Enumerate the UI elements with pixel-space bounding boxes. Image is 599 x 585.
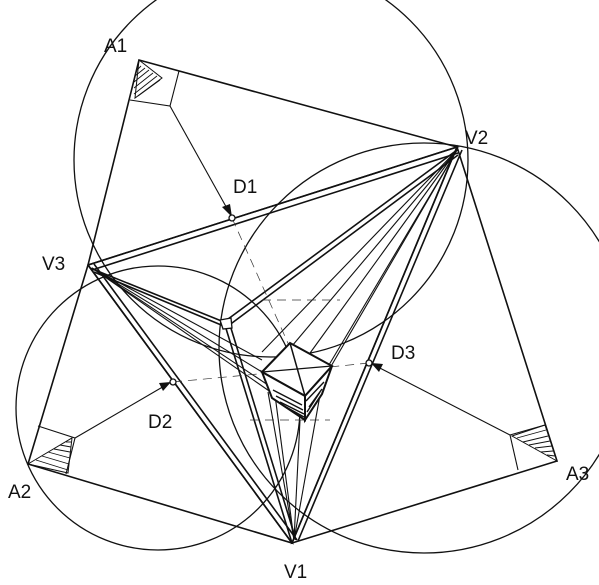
double-edge-v2-v3 (87, 146, 459, 271)
arrow-a3-d3 (371, 363, 511, 436)
label-a1: A1 (104, 36, 127, 57)
triangle-a1-v2-v3 (86, 59, 460, 267)
label-a3: A3 (566, 464, 589, 485)
arrow-a1-d1 (169, 105, 232, 217)
fan-lines-v2 (261, 149, 458, 381)
point-d1 (228, 214, 236, 222)
arrow-a2-d2 (74, 382, 171, 439)
hatch-a1 (133, 59, 163, 100)
label-a2: A2 (8, 482, 31, 503)
fan-lines-v1 (267, 391, 321, 541)
triangle-a2-v1-v3 (27, 263, 295, 545)
hatch-a2 (26, 437, 73, 474)
label-d2: D2 (148, 412, 172, 433)
fold-edge-v3-p (89, 267, 227, 328)
double-edge-v1-v2 (291, 146, 463, 544)
point-d3 (365, 359, 373, 367)
label-v2: V2 (465, 128, 488, 149)
hatch-a3 (510, 424, 558, 463)
circle-v2-v3 (73, 0, 469, 358)
double-edge-v1-v3 (87, 263, 298, 544)
label-v1: V1 (284, 562, 307, 583)
circle-v1-v2 (218, 142, 599, 554)
central-cube-icon (260, 341, 334, 424)
fold-junction (219, 317, 233, 330)
point-d2 (169, 378, 177, 386)
label-d3: D3 (391, 343, 415, 364)
fan-lines-v3 (91, 267, 276, 396)
fold-edge-v2-p (223, 149, 459, 327)
label-d1: D1 (233, 177, 257, 198)
label-v3: V3 (42, 254, 65, 275)
fold-edge-v1-p (223, 321, 297, 544)
